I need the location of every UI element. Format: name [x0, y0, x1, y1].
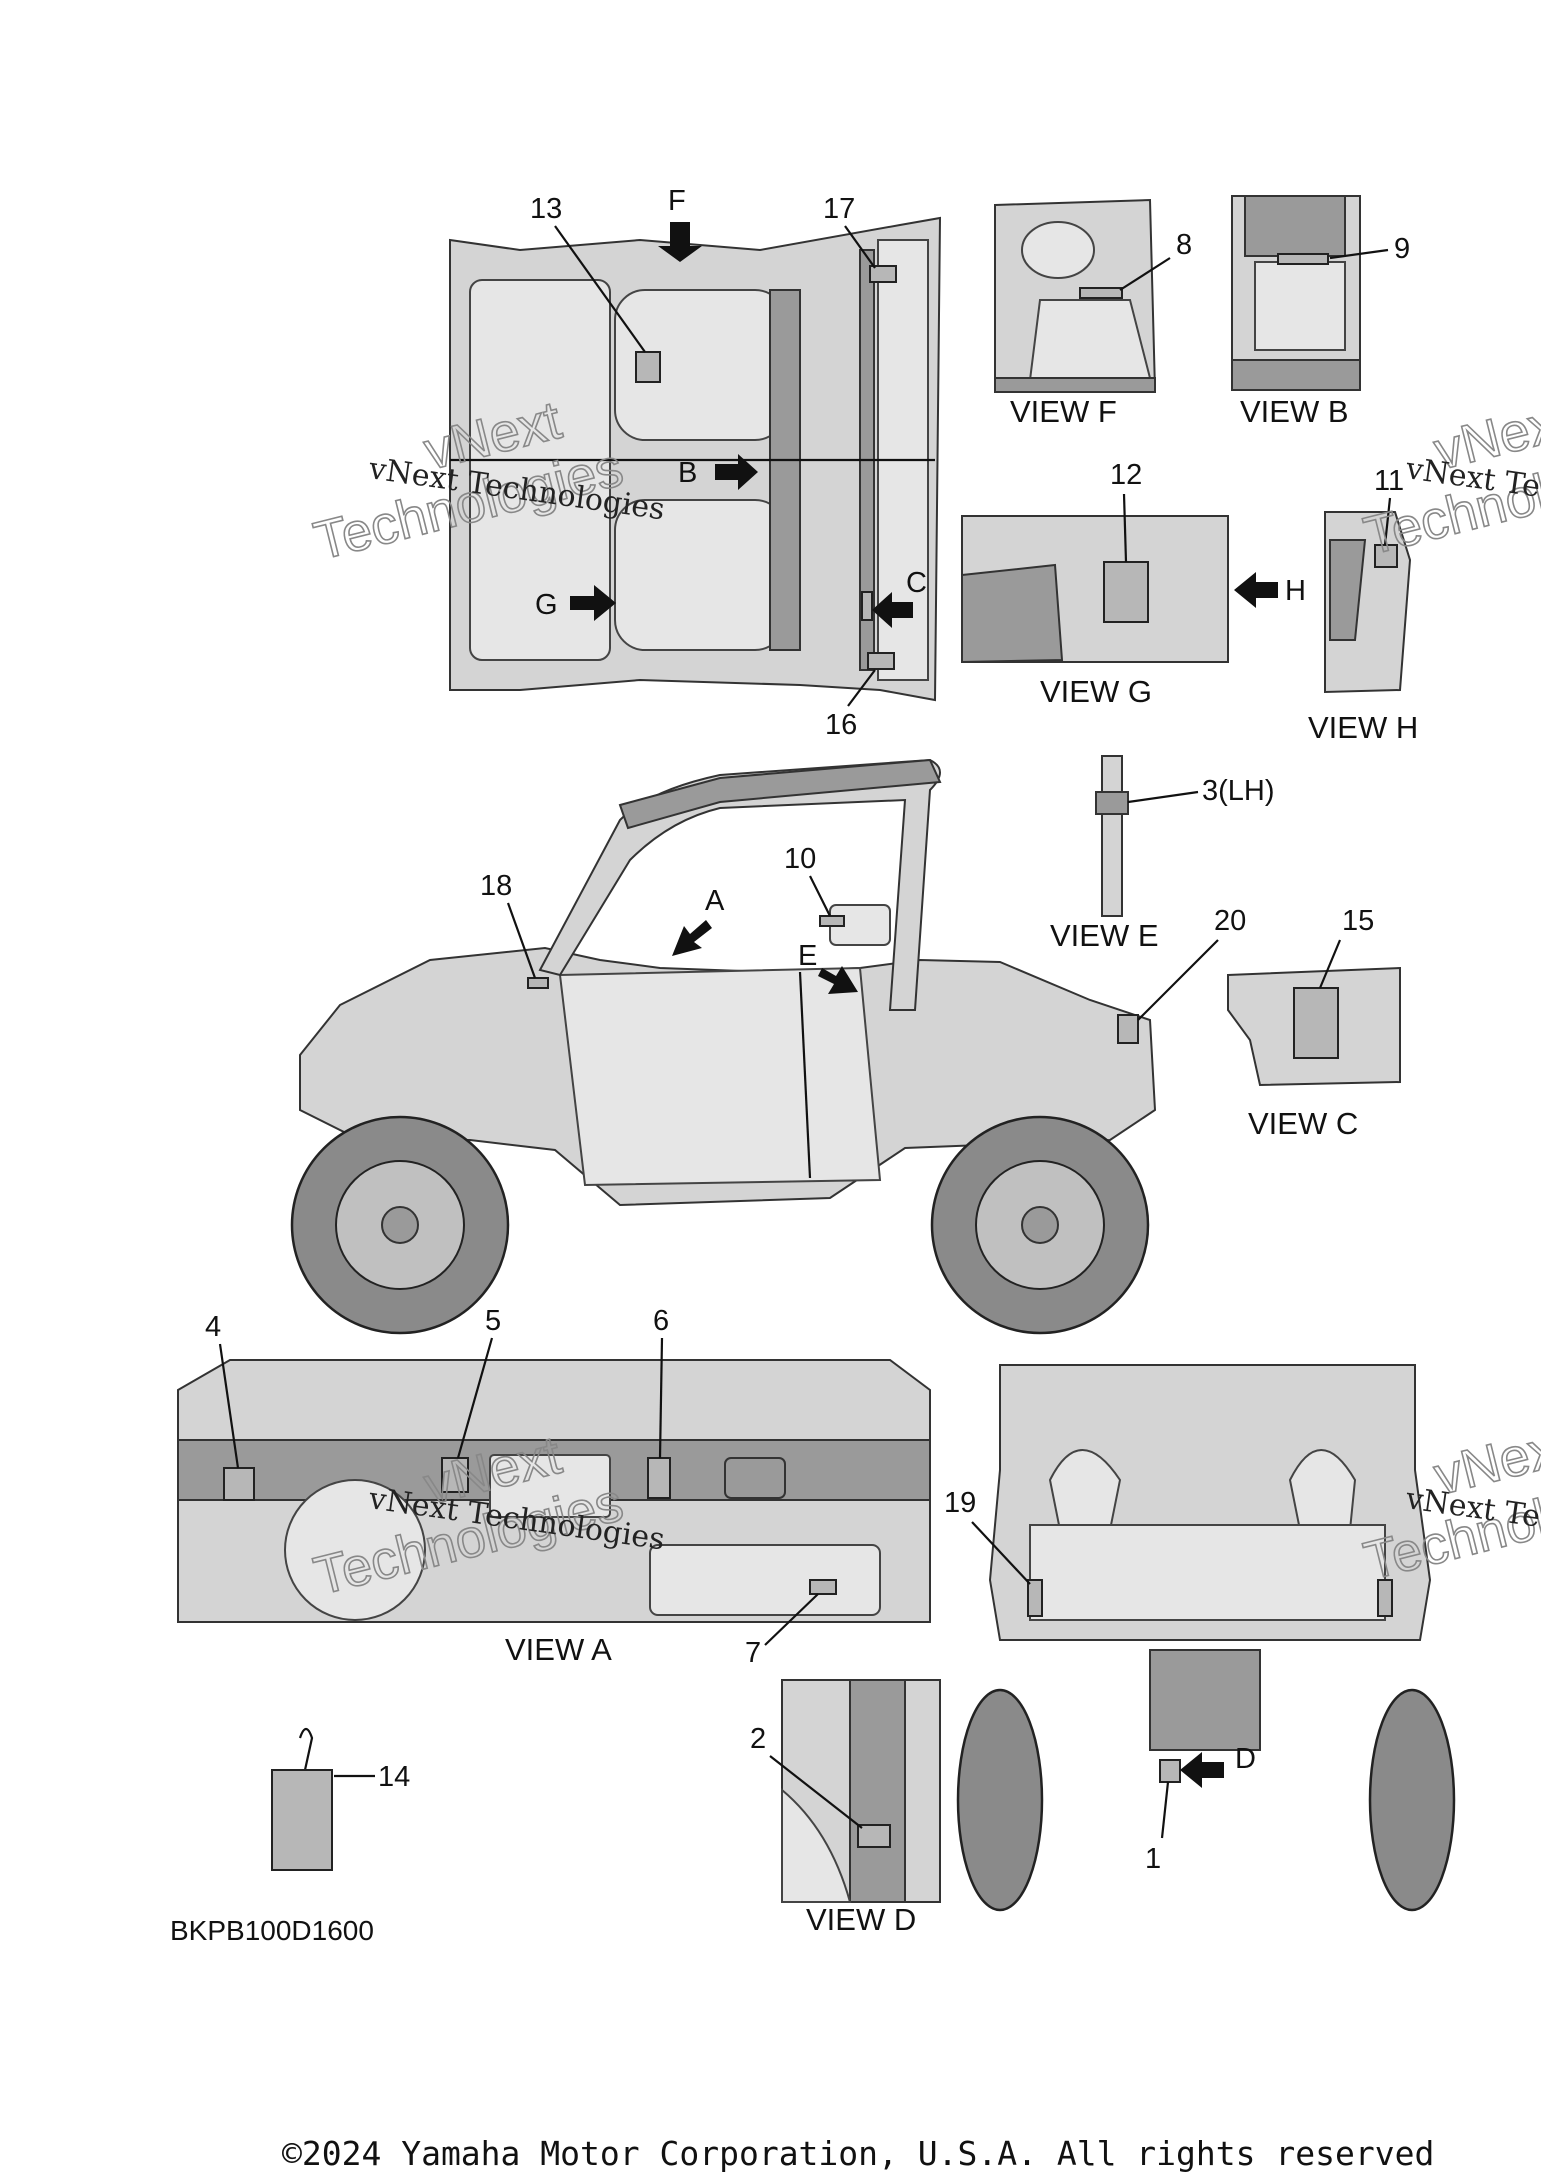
copyright-notice: ©2024 Yamaha Motor Corporation, U.S.A. A…: [282, 2134, 1435, 2173]
view-letter-c: C: [906, 567, 927, 599]
view-g-arrow: [570, 585, 616, 621]
view-g-label: VIEW G: [1040, 674, 1152, 709]
view-letter-b: B: [678, 457, 697, 489]
view-d-arrow: [1180, 1752, 1224, 1788]
label-7-marker: [809, 1579, 837, 1595]
view-g-illustration: [961, 515, 1229, 664]
label-19-marker: [1027, 1579, 1043, 1617]
rear-view-illustration: [956, 1364, 1456, 1912]
label-18-marker: [527, 977, 549, 989]
callout-19: 19: [944, 1487, 976, 1519]
callout-6: 6: [653, 1305, 669, 1337]
label-16-marker: [867, 652, 895, 670]
part-code: BKPB100D1600: [170, 1915, 374, 1946]
callout-18: 18: [480, 870, 512, 902]
view-letter-h: H: [1285, 575, 1306, 607]
view-e-label: VIEW E: [1050, 918, 1159, 953]
label-3-marker: [1095, 791, 1129, 815]
callout-7: 7: [745, 1637, 761, 1669]
callout-13: 13: [530, 193, 562, 225]
view-b-arrow: [715, 454, 758, 490]
callout-10: 10: [784, 843, 816, 875]
view-letter-d: D: [1235, 1743, 1256, 1775]
label-13-marker: [635, 351, 661, 383]
view-d-illustration: [781, 1679, 941, 1903]
view-a-label: VIEW A: [505, 1632, 612, 1667]
label-8-marker: [1079, 287, 1123, 299]
view-f-illustration: [994, 198, 1157, 394]
view-letter-a: A: [705, 885, 725, 917]
label-15-marker: [1293, 987, 1339, 1059]
view-letter-e: E: [798, 940, 817, 972]
label-6-marker: [647, 1457, 671, 1499]
callout-5: 5: [485, 1305, 501, 1337]
view-letter-f: F: [668, 185, 686, 217]
view-c-illustration: [1227, 966, 1401, 1087]
view-h-arrow: [1234, 572, 1278, 608]
view-b-label: VIEW B: [1240, 394, 1349, 429]
callout-4: 4: [205, 1311, 221, 1343]
callout-2: 2: [750, 1723, 766, 1755]
view-a-arrow: [672, 920, 712, 956]
callout-11: 11: [1374, 465, 1404, 497]
callout-3: 3(LH): [1202, 775, 1275, 807]
callout-1: 1: [1145, 1843, 1161, 1875]
label-9-marker: [1277, 253, 1329, 265]
callout-20: 20: [1214, 905, 1246, 937]
callout-14: 14: [378, 1761, 410, 1793]
hang-tag-14: [271, 1727, 333, 1871]
label-2-marker: [857, 1824, 891, 1848]
view-f-label: VIEW F: [1010, 394, 1117, 429]
label-1-marker: [1159, 1759, 1181, 1783]
label-14-marker: [271, 1769, 333, 1871]
callout-15: 15: [1342, 905, 1374, 937]
callout-8: 8: [1176, 229, 1192, 261]
view-letter-g: G: [535, 589, 558, 621]
label-10-marker: [819, 915, 845, 927]
view-c-label: VIEW C: [1248, 1106, 1358, 1141]
callout-12: 12: [1110, 459, 1142, 491]
callout-17: 17: [823, 193, 855, 225]
view-f-arrow: [658, 222, 702, 262]
label-12-marker: [1103, 561, 1149, 623]
label-17-marker: [869, 265, 897, 283]
view-d-label: VIEW D: [806, 1902, 916, 1937]
side-view-illustration: [290, 758, 1157, 1335]
view-c-arrow: [872, 592, 913, 628]
label-20-marker: [1117, 1014, 1139, 1044]
view-e-arrow: [818, 966, 858, 994]
view-h-illustration: [1324, 511, 1412, 694]
top-view-illustration: [449, 216, 942, 702]
label-5-marker: [441, 1457, 469, 1493]
label-4-marker: [223, 1467, 255, 1501]
view-b-illustration: [1231, 195, 1361, 391]
view-h-label: VIEW H: [1308, 710, 1418, 745]
view-a-illustration: [177, 1359, 931, 1623]
callout-9: 9: [1394, 233, 1410, 265]
callout-16: 16: [825, 709, 857, 741]
view-e-illustration: [1095, 755, 1129, 917]
